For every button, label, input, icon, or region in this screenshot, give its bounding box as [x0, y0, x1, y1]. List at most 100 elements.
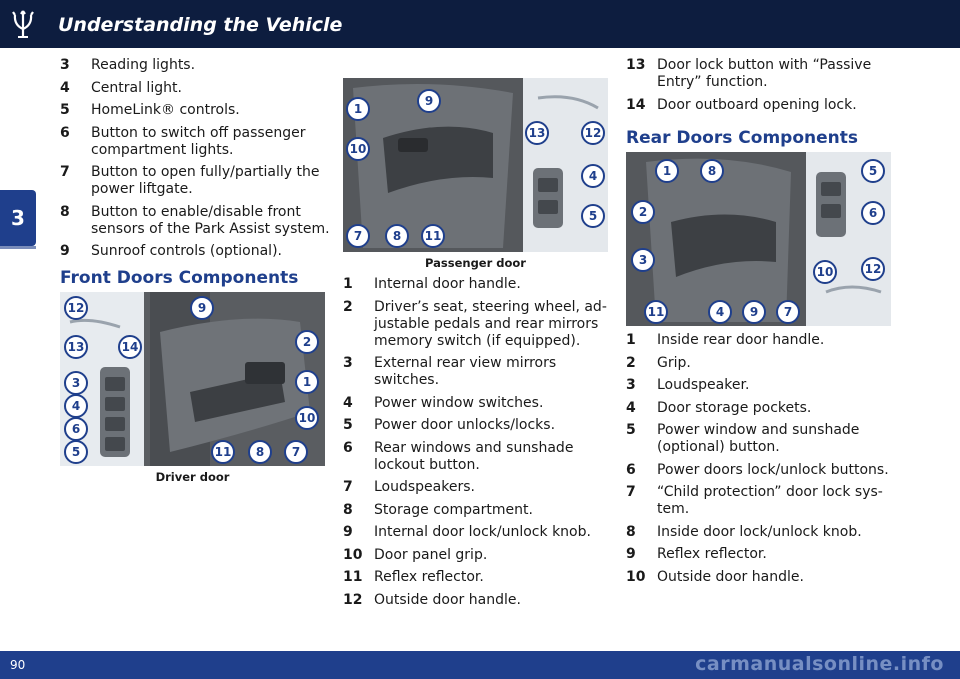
list-item: 4 Central light. [60, 80, 330, 97]
item-text: Internal door handle. [374, 276, 521, 292]
item-text: Button to switch off passenger [91, 124, 306, 141]
item-text: Loudspeakers. [374, 479, 475, 495]
item-number: 8 [60, 203, 70, 220]
front-doors-title: Front Doors Components [60, 268, 299, 288]
item-text: Storage compartment. [374, 501, 533, 518]
item-text: Central light. [91, 79, 182, 96]
item-text: Power door unlocks/locks. [374, 417, 556, 433]
callout-label: 9 [198, 301, 206, 315]
item-text: HomeLink® controls. [91, 102, 240, 118]
item-number: 8 [626, 523, 636, 540]
item-number: 7 [626, 484, 636, 500]
item-number: 5 [626, 422, 636, 438]
item-text: Driver’s seat, steering wheel, ad- [374, 298, 607, 315]
item-text: Inside rear door handle. [657, 332, 825, 348]
list-item: 5 Power door unlocks/locks. [343, 417, 608, 434]
callout-label: 10 [350, 142, 367, 156]
trident-logo-icon [12, 10, 34, 38]
callout-label: 12 [865, 262, 882, 276]
list-item: 5 HomeLink® controls. [60, 102, 330, 119]
item-number: 5 [60, 102, 70, 118]
item-text: sensors of the Park Assist system. [91, 220, 330, 237]
item-number: 5 [343, 417, 353, 433]
item-text: Internal door lock/unlock knob. [374, 524, 591, 540]
watermark: carmanualsonline.info [695, 653, 944, 675]
item-number: 11 [343, 569, 363, 585]
item-number: 6 [60, 124, 70, 141]
item-number: 12 [343, 591, 363, 608]
driver-door-callouts: 12 9 13 14 2 3 1 4 10 6 5 11 8 7 [68, 301, 316, 459]
item-text: lockout button. [374, 456, 480, 473]
callout-label: 4 [72, 399, 80, 413]
callout-label: 10 [817, 265, 834, 279]
item-text: (optional) button. [657, 439, 780, 455]
passenger-door-figure: 9 1 10 13 12 4 5 7 8 11 [343, 78, 608, 252]
callout-label: 12 [68, 301, 85, 315]
item-number: 9 [343, 524, 353, 540]
callout-label: 6 [869, 206, 877, 220]
item-text: Button to enable/disable front [91, 203, 301, 220]
callout-label: 9 [750, 305, 758, 319]
driver-door-caption: Driver door [155, 470, 230, 484]
item-text: power liftgate. [91, 181, 193, 197]
item-text: Grip. [657, 354, 691, 371]
callout-label: 5 [869, 164, 877, 178]
item-text: Rear windows and sunshade [374, 439, 574, 456]
callout-label: 1 [303, 375, 311, 389]
item-text: “Child protection” door lock sys- [657, 484, 883, 500]
item-number: 4 [60, 79, 70, 96]
item-number: 4 [343, 394, 353, 411]
callout-label: 14 [122, 340, 139, 354]
item-text: Power window and sunshade [657, 422, 860, 438]
list-item: 8 Storage compartment. [343, 502, 608, 519]
rear-door-illustration: 1 8 5 2 6 3 10 12 11 4 9 7 [626, 152, 891, 326]
page-title: Understanding the Vehicle [58, 14, 343, 36]
callout-label: 2 [303, 335, 311, 349]
callout-label: 3 [72, 376, 80, 390]
item-text: Power window switches. [374, 394, 544, 411]
callout-label: 7 [784, 305, 792, 319]
item-text: Door lock button with “Passive [657, 57, 872, 73]
callout-label: 9 [425, 94, 433, 108]
chapter-tab-underline [0, 246, 36, 249]
item-number: 13 [626, 57, 646, 73]
callout-label: 7 [354, 229, 362, 243]
item-number: 4 [626, 399, 636, 416]
item-text: switches. [374, 372, 440, 388]
rear-door-callouts: 1 8 5 2 6 3 10 12 11 4 9 7 [639, 164, 882, 319]
item-number: 9 [626, 546, 636, 562]
item-text: compartment lights. [91, 141, 234, 158]
callout-label: 4 [716, 305, 724, 319]
item-number: 10 [626, 568, 646, 585]
callout-label: 5 [72, 445, 80, 459]
item-number: 8 [343, 501, 353, 518]
page-number: 90 [10, 658, 26, 672]
passenger-door-caption: Passenger door [425, 256, 526, 270]
callout-label: 6 [72, 422, 80, 436]
item-number: 3 [343, 355, 353, 371]
item-number: 6 [626, 461, 636, 478]
chapter-tab: 3 [0, 190, 36, 246]
item-number: 6 [343, 439, 353, 456]
callout-label: 1 [354, 102, 362, 116]
driver-door-illustration: 12 9 13 14 2 3 1 4 10 6 5 11 8 7 [60, 292, 325, 466]
callout-label: 12 [585, 126, 602, 140]
rear-doors-title: Rear Doors Components [626, 128, 858, 148]
item-text: Outside door handle. [374, 591, 521, 608]
